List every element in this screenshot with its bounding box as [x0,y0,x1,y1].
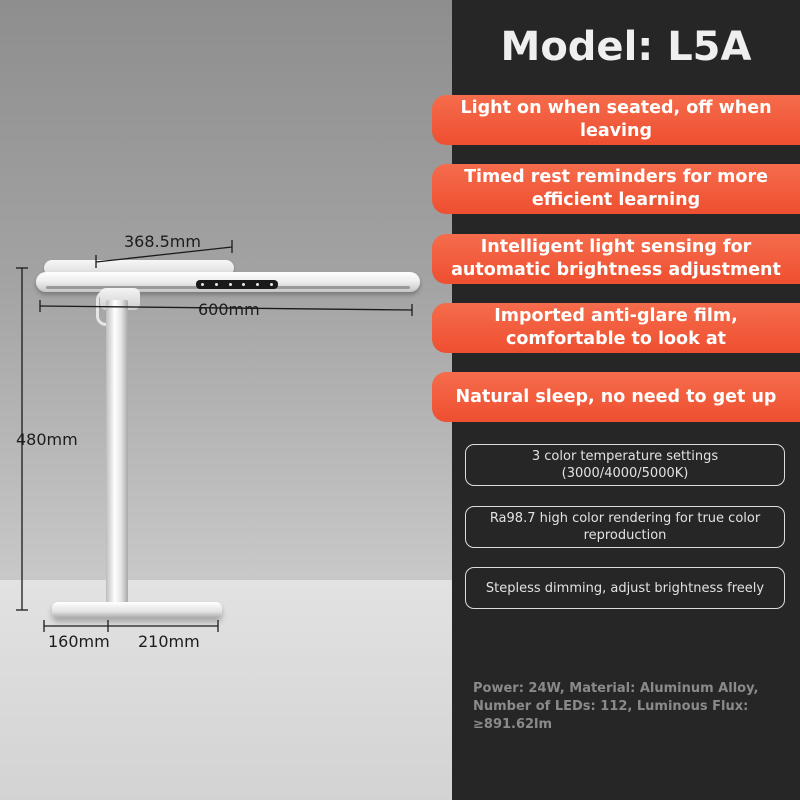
feature-banner: Natural sleep, no need to get up [432,372,800,422]
dimension-base-width: 210mm [138,632,200,651]
dimension-arm-length: 368.5mm [124,232,201,251]
technical-details: Power: 24W, Material: Aluminum Alloy, Nu… [473,681,759,732]
control-dot [201,283,205,286]
lamp-pole [106,300,128,612]
feature-banner: Timed rest reminders for more efficient … [432,164,800,214]
feature-banner: Intelligent light sensing for automatic … [432,234,800,284]
control-dot [214,283,218,286]
dimension-base-depth: 160mm [48,632,110,651]
control-dot [269,283,273,286]
spec-box: Stepless dimming, adjust brightness free… [465,567,785,609]
control-dot [255,283,259,286]
dimension-height: 480mm [16,430,78,449]
spec-box: 3 color temperature settings (3000/4000/… [465,444,785,486]
feature-banner: Light on when seated, off when leaving [432,95,800,145]
feature-banner: Imported anti-glare film, comfortable to… [432,303,800,353]
control-dot [228,283,232,286]
spec-box: Ra98.7 high color rendering for true col… [465,506,785,548]
product-area: 368.5mm 600mm 480mm 160mm 210mm [0,0,452,800]
dimension-arm-line [16,240,413,632]
control-dot [242,283,246,286]
touch-control-strip [196,280,278,289]
dimension-head-length: 600mm [198,300,260,319]
lamp-base [52,602,222,618]
model-title: Model: L5A [500,24,752,70]
